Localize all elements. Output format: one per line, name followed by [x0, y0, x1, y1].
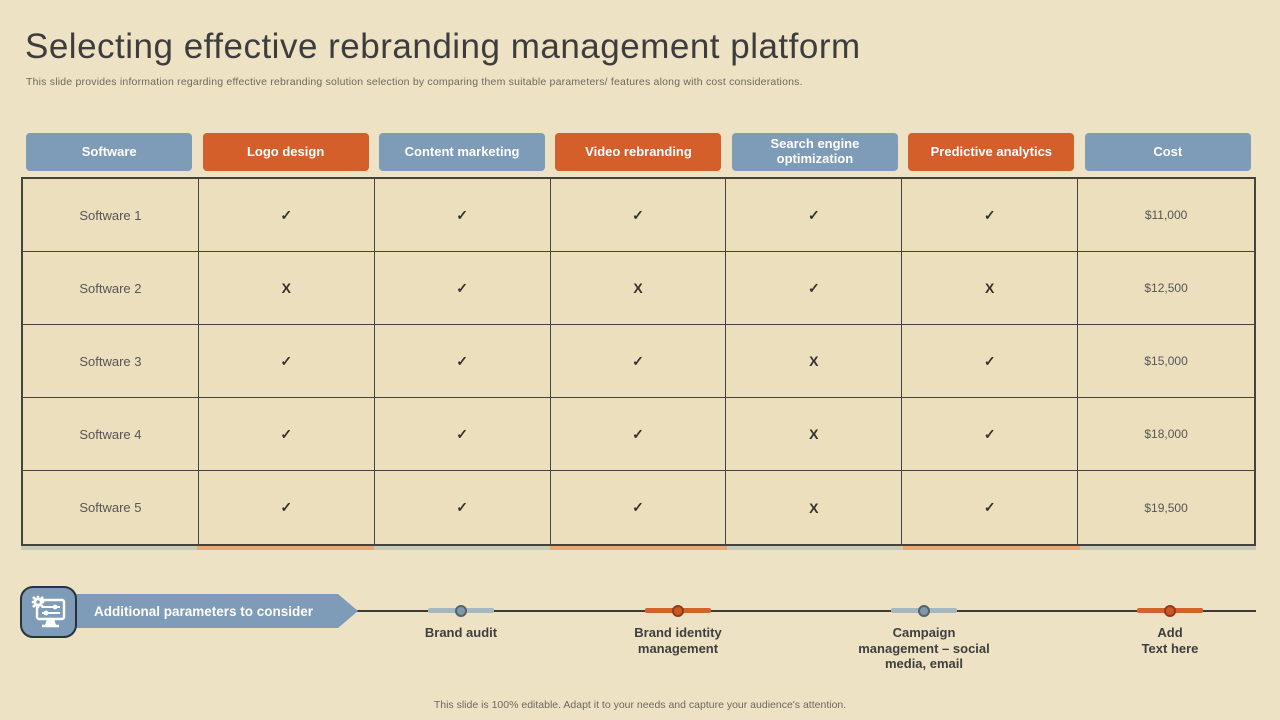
footer-note: This slide is 100% editable. Adapt it to…: [433, 699, 847, 711]
table-row-label: Software 4: [23, 398, 199, 471]
timeline-item-label: Campaign management – social media, emai…: [858, 625, 990, 672]
timeline-node-dot: [918, 605, 930, 617]
column-underline: [373, 546, 551, 550]
feature-cell: ✓: [198, 398, 375, 471]
feature-cell: ✓: [902, 471, 1079, 544]
column-underline: [550, 546, 727, 550]
feature-cell: X: [726, 398, 903, 471]
feature-cell: ✓: [198, 179, 375, 252]
feature-cell: X: [902, 252, 1079, 325]
timeline-item-label: Brand audit: [424, 625, 498, 640]
feature-cell: ✓: [375, 471, 551, 544]
feature-cell: ✓: [374, 252, 551, 325]
column-header-seo: Search engine optimization: [731, 133, 898, 171]
table-underline-strips: [21, 546, 1256, 550]
column-header-video-rebranding: Video rebranding: [555, 133, 722, 171]
feature-cell: ✓: [726, 179, 903, 252]
table-row-label: Software 5: [23, 471, 199, 544]
feature-cell: X: [726, 325, 903, 398]
column-header-software: Software: [26, 133, 193, 171]
timeline-node-dot: [1164, 605, 1176, 617]
column-header-logo-design: Logo design: [202, 133, 369, 171]
feature-cell: ✓: [551, 471, 727, 544]
feature-cell: X: [198, 252, 375, 325]
feature-cell: ✓: [550, 179, 727, 252]
column-underline: [197, 546, 374, 550]
cost-cell: $11,000: [1078, 179, 1254, 252]
column-header-cost: Cost: [1084, 133, 1251, 171]
feature-cell: ✓: [374, 325, 551, 398]
feature-cell: ✓: [374, 179, 551, 252]
feature-cell: X: [726, 471, 903, 544]
feature-cell: ✓: [374, 398, 551, 471]
feature-cell: ✓: [550, 325, 727, 398]
feature-cell: X: [550, 252, 727, 325]
settings-monitor-icon: [20, 586, 77, 638]
column-header-predictive-analytics: Predictive analytics: [908, 133, 1075, 171]
timeline-item-label: Brand identity management: [634, 625, 722, 656]
feature-cell: ✓: [198, 325, 375, 398]
additional-parameters-banner: Additional parameters to consider: [64, 594, 358, 628]
table-row-label: Software 2: [23, 252, 199, 325]
timeline-line: [352, 610, 1256, 612]
cost-cell: $18,000: [1078, 398, 1254, 471]
feature-cell: ✓: [726, 252, 903, 325]
feature-cell: ✓: [902, 179, 1079, 252]
page-title: Selecting effective rebranding managemen…: [25, 27, 861, 66]
feature-cell: ✓: [550, 398, 727, 471]
table-row-label: Software 3: [23, 325, 199, 398]
column-underline: [903, 546, 1080, 550]
timeline-item-label: Add Text here: [1141, 625, 1199, 656]
column-underline: [21, 546, 198, 550]
column-header-content-marketing: Content marketing: [379, 133, 546, 171]
comparison-table: Software 1 ✓ ✓ ✓ ✓ ✓ $11,000 Software 2 …: [21, 177, 1256, 546]
column-underline: [726, 546, 904, 550]
timeline-node-dot: [672, 605, 684, 617]
cost-cell: $12,500: [1078, 252, 1254, 325]
slide-subtitle: This slide provides information regardin…: [26, 76, 803, 88]
column-underline: [1079, 546, 1256, 550]
table-row-label: Software 1: [23, 179, 199, 252]
timeline-node-dot: [455, 605, 467, 617]
feature-cell: ✓: [902, 325, 1079, 398]
cost-cell: $19,500: [1144, 500, 1188, 515]
table-header-row: Software Logo design Content marketing V…: [21, 133, 1256, 171]
cost-cell: $15,000: [1078, 325, 1254, 398]
feature-cell: ✓: [199, 471, 375, 544]
feature-cell: ✓: [902, 398, 1079, 471]
